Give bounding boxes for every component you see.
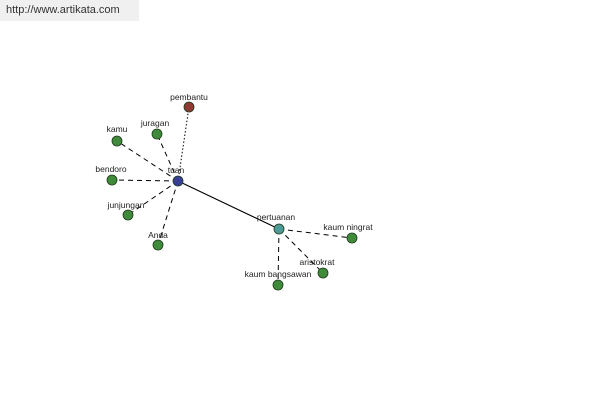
edge-pertuanan-kaum-bangsawan [277, 228, 280, 286]
edge-pertuanan-aristokrat [278, 228, 324, 274]
edge-tuan-kamu [116, 140, 179, 182]
node-kamu[interactable] [111, 135, 123, 147]
edge-tuan-bendoro [111, 179, 179, 182]
node-kaum-ningrat[interactable] [346, 232, 358, 244]
node-pembantu[interactable] [183, 101, 195, 113]
node-label-pertuanan: pertuanan [257, 212, 296, 222]
node-aristokrat[interactable] [317, 267, 329, 279]
labels-layer: tuan pertuanan pembantu juragan kamu bendoro j… [95, 92, 373, 279]
nodes-layer [106, 101, 358, 291]
node-label-bendoro: bendoro [95, 164, 126, 174]
edge-tuan-anda [157, 180, 179, 246]
node-anda[interactable] [152, 239, 164, 251]
edge-tuan-pertuanan [177, 180, 280, 230]
node-kaum-bangsawan[interactable] [272, 279, 284, 291]
node-junjungan[interactable] [122, 209, 134, 221]
edge-tuan-junjungan [127, 180, 179, 216]
edge-pertuanan-kaum-ningrat [278, 228, 353, 239]
node-tuan[interactable] [172, 175, 184, 187]
node-label-kaum-bangsawan: kaum bangsawan [245, 269, 312, 279]
node-label-junjungan: junjungan [107, 200, 145, 210]
node-label-kaum-ningrat: kaum ningrat [323, 222, 373, 232]
node-label-aristokrat: aristokrat [300, 257, 336, 267]
node-juragan[interactable] [151, 128, 163, 140]
source-url-label: http://www.artikata.com [0, 0, 139, 21]
edges-layer [111, 106, 353, 286]
node-label-juragan: juragan [140, 118, 170, 128]
node-label-pembantu: pembantu [170, 92, 208, 102]
node-label-anda: Anda [148, 230, 168, 240]
node-label-kamu: kamu [107, 124, 128, 134]
node-pertuanan[interactable] [273, 223, 285, 235]
node-bendoro[interactable] [106, 174, 118, 186]
node-label-tuan: tuan [168, 165, 185, 175]
